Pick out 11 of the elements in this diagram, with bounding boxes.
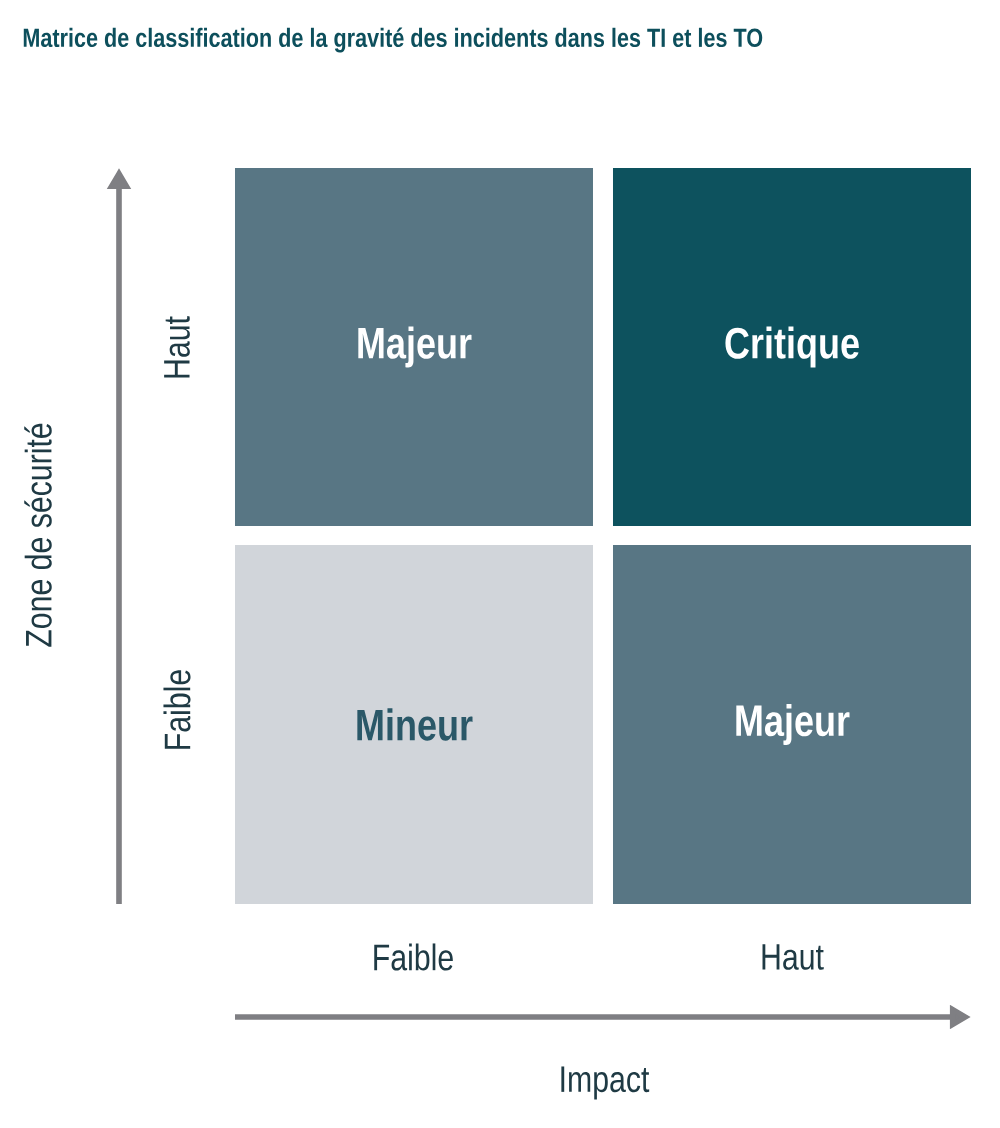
matrix-cell: Critique	[613, 168, 971, 526]
axis-tick-label: Haut	[164, 316, 190, 378]
axis-title: Impact	[561, 1066, 650, 1100]
axis-tick-label: Faible	[374, 943, 453, 971]
title: Matrice de classification de la gravité des incidents dans les TI et les TO	[23, 27, 763, 53]
axis-title: Zone de sécurité	[24, 423, 52, 647]
matrix-cell: Majeur	[235, 168, 593, 526]
axis-tick-label: Haut	[762, 944, 824, 970]
matrix-cell: Mineur	[235, 545, 593, 904]
axis-tick-label: Faible	[163, 670, 191, 749]
matrix-cell: Majeur	[613, 545, 971, 904]
